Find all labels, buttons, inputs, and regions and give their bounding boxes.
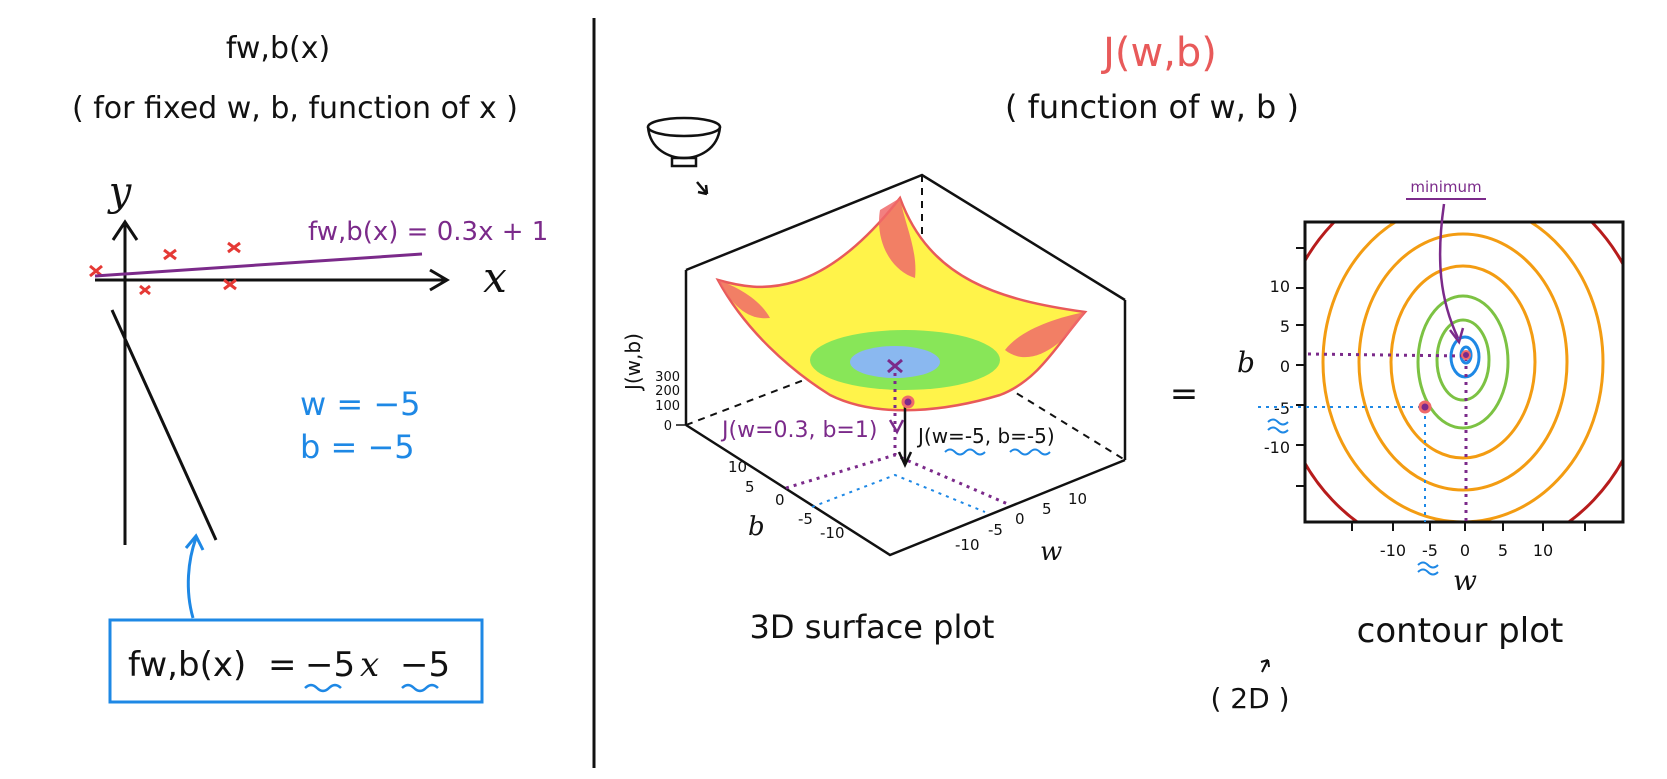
contour-ring (1416, 294, 1510, 430)
surface-caption: 3D surface plot (750, 608, 995, 646)
contour-y-tick-label: 0 (1280, 357, 1290, 376)
data-point (163, 248, 177, 261)
contour-lines (1305, 222, 1623, 522)
bowl-icon (646, 116, 722, 196)
equation-lhs: fw,b(x) (128, 645, 246, 685)
equation-var: x (360, 645, 379, 685)
right-title: J(w,b) (1100, 30, 1217, 76)
surface-plot: 0 100 200 300 J(w,b) 10 5 0 -5 -10 b -10… (621, 173, 1127, 646)
surface-red-region (1005, 312, 1085, 358)
b-tick-label: -10 (820, 524, 845, 542)
note-arrow (1260, 659, 1270, 673)
equals-sign: = (1170, 374, 1199, 414)
contour-y-tick-label: 5 (1280, 317, 1290, 336)
b-tick-label: -5 (798, 510, 813, 528)
z-tick-label: 300 (655, 370, 680, 385)
w-tick-label: -5 (988, 521, 1003, 539)
surface-z-label: J(w,b) (621, 333, 645, 392)
x-axis-arrow (429, 268, 450, 292)
min-projection (785, 453, 1011, 507)
contour-ticks (1296, 247, 1586, 531)
z-tick-label: 100 (655, 399, 680, 414)
surface-point-marker (901, 395, 915, 409)
surface-w-label: w (1040, 537, 1062, 567)
y-axis-arrow (111, 219, 139, 241)
surface-blue-region (850, 346, 940, 378)
contour-ring (1321, 222, 1605, 522)
left-title: fw,b(x) (226, 31, 330, 66)
surface-red-region (718, 280, 770, 319)
squiggle-w (944, 448, 986, 456)
contour-caption: contour plot (1357, 611, 1564, 651)
squiggle-coef (304, 683, 342, 693)
contour-minimum-label: minimum (1410, 178, 1481, 196)
annotation-point: J(w=-5, b=-5) (916, 424, 1055, 448)
surface-min-marker (887, 358, 903, 374)
equation-intercept: −5 (400, 645, 450, 685)
param-w: w = −5 (300, 385, 421, 423)
point-projection (811, 473, 986, 513)
right-panel: J(w,b) ( function of w, b ) (621, 30, 1625, 715)
surface-red-region (879, 198, 916, 278)
w-tick-label: 0 (1015, 510, 1025, 528)
contour-x-tick-label: 10 (1533, 541, 1553, 560)
equation-box (108, 618, 484, 704)
annotation-min: J(w=0.3, b=1) (720, 418, 877, 443)
b-tick-label: 10 (728, 458, 747, 476)
left-subtitle: ( for fixed w, b, function of x ) (72, 91, 518, 126)
contour-y-tick-label: 10 (1270, 277, 1290, 296)
model-line (110, 309, 218, 541)
fit-line (94, 252, 423, 278)
z-tick-label: 200 (655, 384, 680, 399)
fit-line-label: fw,b(x) = 0.3x + 1 (308, 217, 548, 247)
contour-point-marker (1418, 400, 1432, 414)
contour-x-tick-label: -10 (1380, 541, 1406, 560)
b-tick-label: 0 (775, 491, 785, 509)
contour-ring (1389, 264, 1537, 460)
contour-x-tick-label: 5 (1498, 541, 1508, 560)
pointer-arrowhead (184, 533, 205, 551)
z-tick-label: 0 (664, 419, 672, 434)
minimum-arrow (1438, 203, 1460, 339)
contour-note: ( 2D ) (1210, 682, 1289, 715)
b-tick-label: 5 (745, 478, 755, 496)
surface-floor-front (685, 423, 1126, 557)
contour-x-tick-label: -5 (1422, 541, 1438, 560)
contour-y-tick-label: -10 (1264, 438, 1290, 457)
contour-ring (1449, 335, 1481, 379)
squiggle-contour-w (1417, 561, 1439, 576)
contour-ring (1357, 232, 1569, 492)
left-panel: fw,b(x) ( for fixed w, b, function of x … (72, 31, 548, 704)
equation-coef: −5 (305, 645, 355, 685)
contour-plot: 10 5 0 -5 -10 -10 -5 0 5 10 b w minimum (1210, 178, 1625, 715)
training-points (89, 241, 241, 296)
contour-min-marker (1461, 350, 1471, 360)
w-tick-label: -10 (955, 536, 980, 554)
contour-b-label: b (1237, 346, 1255, 379)
param-b: b = −5 (300, 428, 415, 466)
squiggle-b (1009, 448, 1051, 456)
squiggle-contour-b (1267, 418, 1289, 434)
surface-b-label: b (748, 512, 765, 542)
contour-x-tick-label: 0 (1460, 541, 1470, 560)
x-axis-label: x (483, 253, 507, 302)
data-point (223, 278, 237, 291)
equation-equals: = (268, 645, 297, 685)
squiggle-intercept (401, 683, 439, 693)
point-drop-arrowhead (897, 451, 913, 468)
y-axis-label: y (107, 169, 133, 215)
data-point (227, 241, 241, 254)
w-tick-label: 5 (1042, 500, 1052, 518)
minimum-arrowhead (1449, 327, 1465, 345)
annotation-min-arrow (888, 419, 905, 435)
right-subtitle: ( function of w, b ) (1005, 88, 1299, 126)
contour-y-tick-label: -5 (1274, 399, 1290, 418)
contour-w-label: w (1453, 564, 1477, 597)
w-tick-label: 10 (1068, 490, 1087, 508)
contour-ring (1435, 318, 1491, 402)
data-point (139, 284, 151, 296)
pointer-arrow (186, 537, 198, 619)
